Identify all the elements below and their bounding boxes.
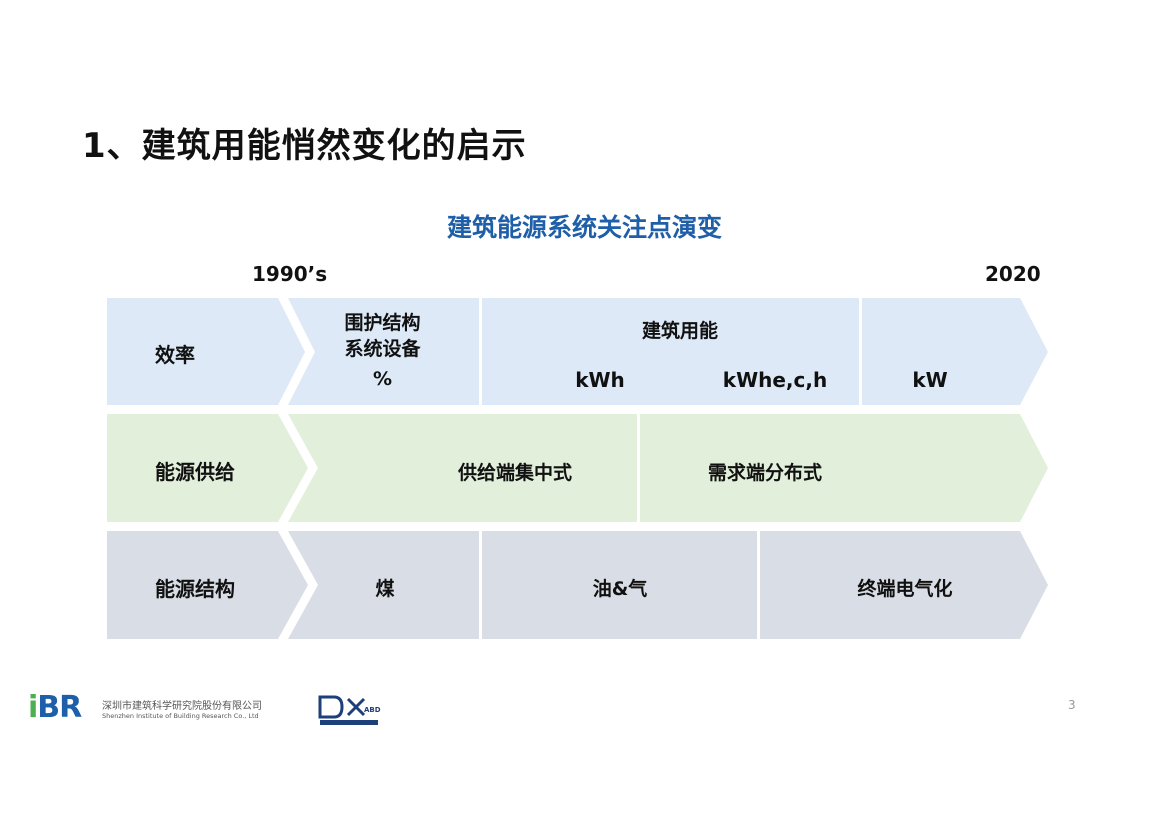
footer-org-en: Shenzhen Institute of Building Research … bbox=[102, 712, 259, 720]
row-structure-chevron bbox=[278, 531, 318, 639]
row-structure-band bbox=[107, 531, 1048, 639]
footer-org-cn: 深圳市建筑科学研究院股份有限公司 bbox=[102, 701, 262, 712]
partner-logo-mark bbox=[318, 695, 378, 725]
row-efficiency-band bbox=[107, 298, 1048, 405]
row-label-structure: 能源结构 bbox=[155, 577, 235, 601]
cell-unit-kwhe: kWhe,c,h bbox=[722, 368, 828, 392]
row-label-supply: 能源供给 bbox=[155, 460, 235, 484]
row-supply-band bbox=[107, 414, 1048, 522]
cell-supply-centralized: 供给端集中式 bbox=[457, 462, 572, 484]
row-supply bbox=[107, 414, 1048, 522]
partner-logo-text: ABD bbox=[364, 706, 381, 714]
row-label-efficiency: 效率 bbox=[155, 343, 195, 367]
row-supply-divider bbox=[637, 414, 640, 522]
cell-oil-gas: 油&气 bbox=[592, 578, 648, 600]
cell-unit-kw: kW bbox=[912, 368, 948, 392]
cell-demand-distributed: 需求端分布式 bbox=[707, 462, 822, 484]
row-structure bbox=[107, 531, 1048, 639]
row-supply-chevron bbox=[278, 414, 318, 522]
row-efficiency-chevron bbox=[278, 298, 315, 405]
row-efficiency-divider bbox=[479, 298, 482, 405]
row-efficiency-divider bbox=[859, 298, 862, 405]
row-structure-divider bbox=[757, 531, 760, 639]
row-efficiency bbox=[107, 298, 1048, 405]
page-number: 3 bbox=[1068, 698, 1076, 712]
cell-line: 围护结构 bbox=[344, 312, 421, 334]
cell-line: % bbox=[372, 368, 393, 390]
cell-unit-kwh: kWh bbox=[575, 368, 625, 392]
cell-building-energy-header: 建筑用能 bbox=[641, 320, 718, 342]
ibr-logo: iBR bbox=[28, 690, 82, 725]
cell-line: 系统设备 bbox=[344, 338, 421, 360]
slide-title: 1、建筑用能悄然变化的启示 bbox=[82, 126, 527, 166]
timeline-end-year: 2020 bbox=[985, 262, 1041, 286]
partner-logo: ABD bbox=[318, 693, 381, 727]
cell-coal: 煤 bbox=[375, 578, 395, 600]
row-structure-divider bbox=[479, 531, 482, 639]
timeline-start-year: 1990’s bbox=[252, 262, 328, 286]
diagram-title: 建筑能源系统关注点演变 bbox=[446, 213, 722, 242]
cell-end-electrification: 终端电气化 bbox=[857, 578, 953, 600]
cell-envelope-equipment: 围护结构 系统设备 % bbox=[320, 310, 445, 392]
